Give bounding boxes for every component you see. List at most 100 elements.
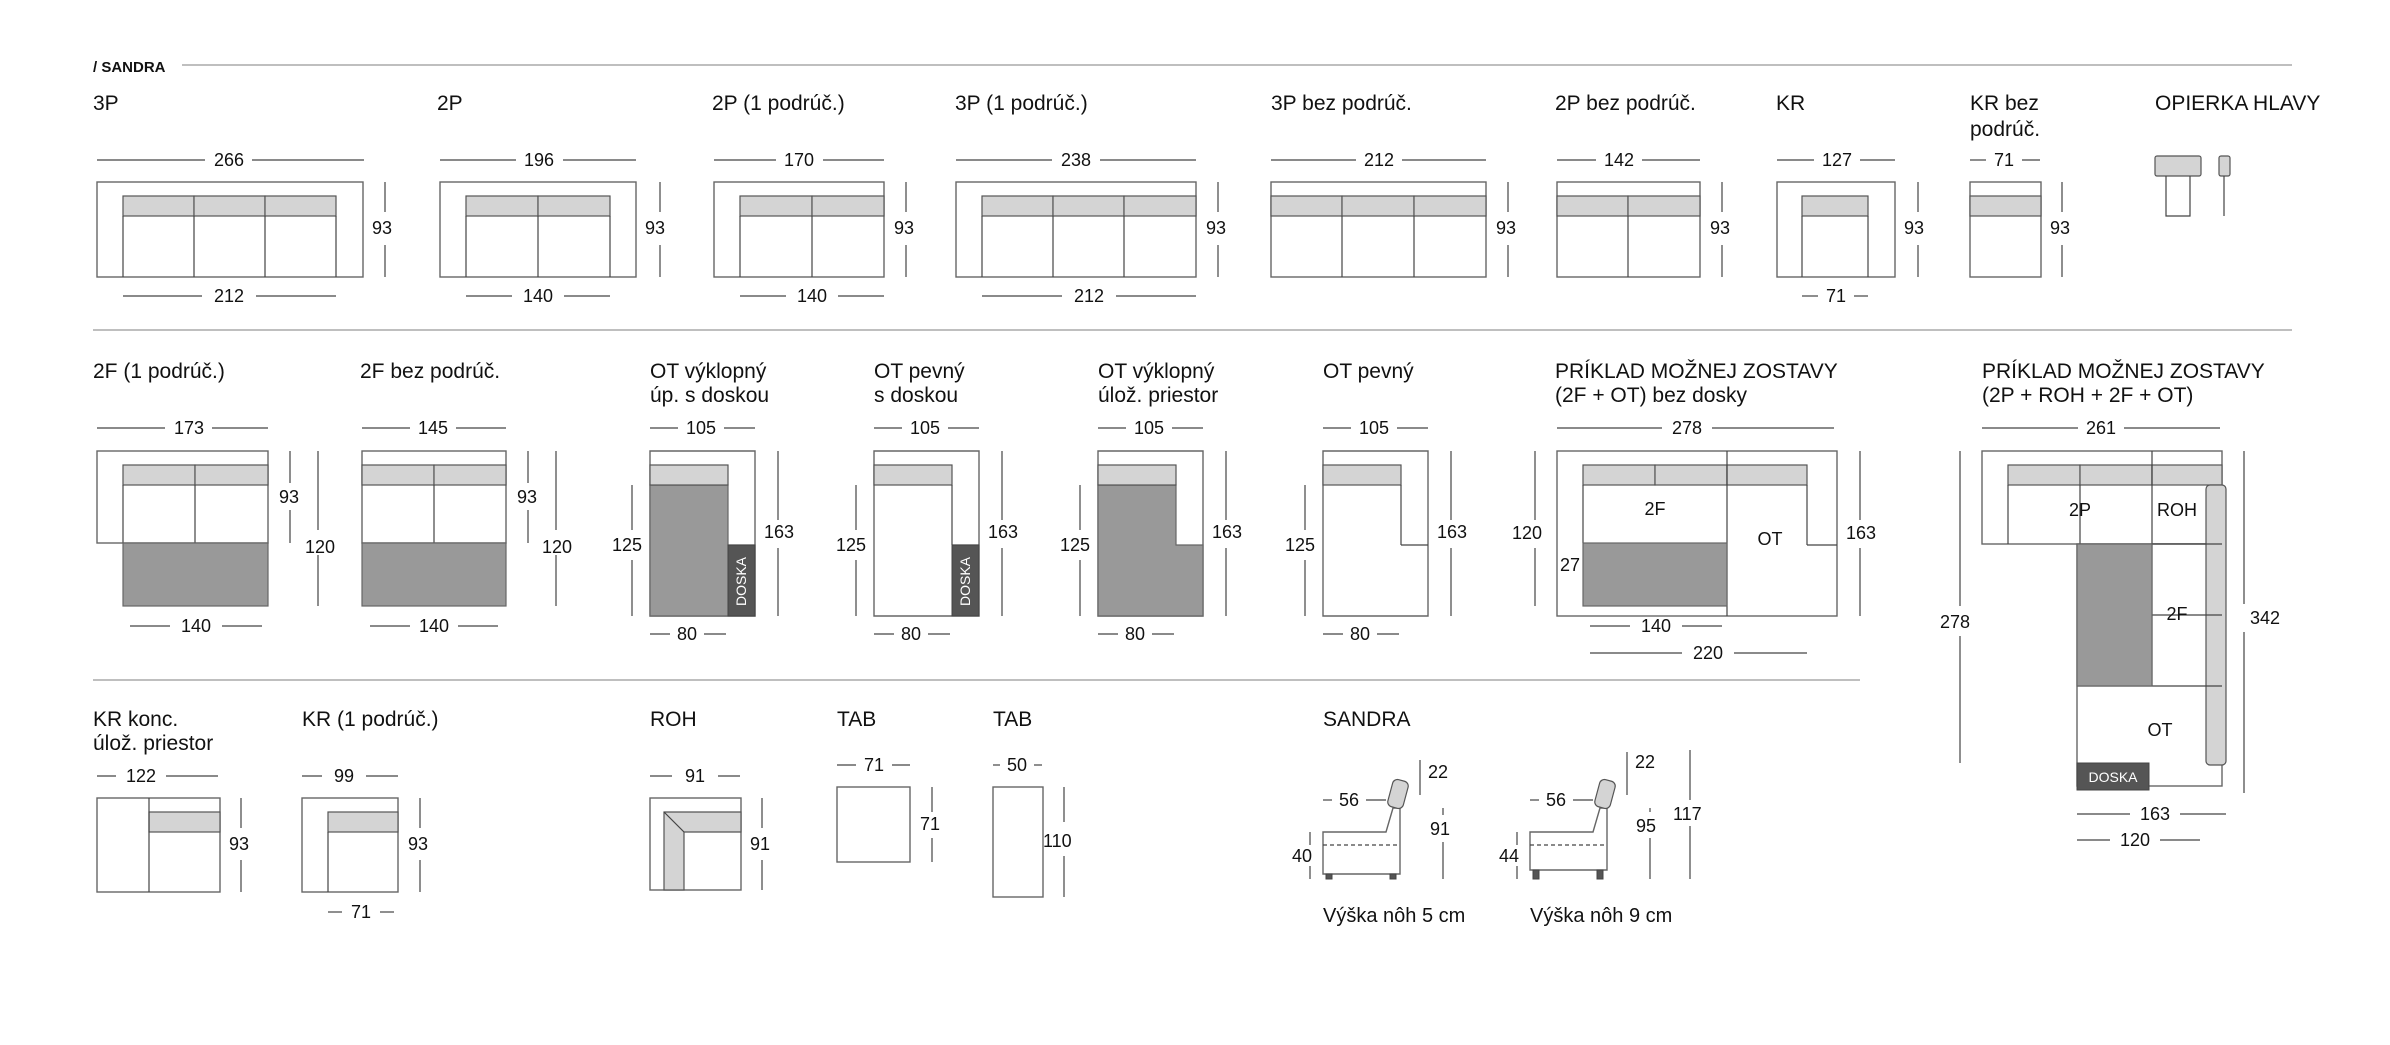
dim-height: 93 xyxy=(1710,218,1730,238)
dim-extended: 120 xyxy=(542,537,572,557)
dim-height: 93 xyxy=(229,834,249,854)
module-3p-one-armrest: 3P (1 podrúč.) 238 93 212 xyxy=(955,92,1226,306)
example-assembly-2f-ot: PRÍKLAD MOŽNEJ ZOSTAVY (2F + OT) bez dos… xyxy=(1512,360,1876,663)
module-kr-end-storage: KR konc. úlož. priestor 122 93 xyxy=(93,708,249,893)
dim-width: 105 xyxy=(686,418,716,438)
dim-right: 342 xyxy=(2250,608,2280,628)
module-kr: KR 127 93 71 xyxy=(1776,92,1924,306)
dim-inner: 27 xyxy=(1560,555,1580,575)
dim-extended: 120 xyxy=(305,537,335,557)
dim-height: 95 xyxy=(1636,816,1656,836)
module-label: 2P bez podrúč. xyxy=(1555,92,1696,115)
module-label-part: s doskou xyxy=(874,384,958,407)
dim-left: 125 xyxy=(612,535,642,555)
dim-bottom: 80 xyxy=(901,624,921,644)
dim-width: 278 xyxy=(1672,418,1702,438)
dim-seat-width: 71 xyxy=(351,902,371,922)
dim-width: 71 xyxy=(1994,150,2014,170)
module-label-part: úp. s doskou xyxy=(650,384,769,407)
dim-left: 125 xyxy=(836,535,866,555)
dim-seat-width: 140 xyxy=(181,616,211,636)
dim-b1: 140 xyxy=(1641,616,1671,636)
example-label-part: PRÍKLAD MOŽNEJ ZOSTAVY xyxy=(1555,360,1838,383)
board-label: DOSKA xyxy=(2088,769,2138,785)
dim-width: 105 xyxy=(1134,418,1164,438)
dim-height: 93 xyxy=(894,218,914,238)
dim-width: 99 xyxy=(334,766,354,786)
dim-width: 122 xyxy=(126,766,156,786)
dim-left: 125 xyxy=(1285,535,1315,555)
module-label: KR konc. úlož. priestor xyxy=(93,708,213,755)
dim-left: 278 xyxy=(1940,612,1970,632)
module-table-square: TAB 71 71 xyxy=(836,708,940,863)
module-ot-fixed: OT pevný 105 125 163 80 xyxy=(1285,360,1467,644)
dim-width: 196 xyxy=(524,150,554,170)
module-label-part: úlož. priestor xyxy=(93,732,213,755)
dim-bottom: 80 xyxy=(677,624,697,644)
dim-right: 163 xyxy=(1437,522,1467,542)
dim-right: 163 xyxy=(764,522,794,542)
dim-b2: 120 xyxy=(2120,830,2150,850)
dim-seat-height: 44 xyxy=(1499,846,1519,866)
dim-seat-width: 212 xyxy=(214,286,244,306)
module-headrest: OPIERKA HLAVY xyxy=(2154,92,2320,217)
dim-width: 105 xyxy=(1359,418,1389,438)
side-views-title: SANDRA xyxy=(1323,708,1411,731)
dim-right: 163 xyxy=(1212,522,1242,542)
dim-seat-width: 212 xyxy=(1074,286,1104,306)
dim-total-height: 117 xyxy=(1673,804,1702,824)
dim-height: 93 xyxy=(1206,218,1226,238)
module-table-narrow: TAB 50 110 xyxy=(992,708,1072,898)
module-label-part: OT pevný xyxy=(874,360,965,383)
dim-height: 91 xyxy=(1430,819,1450,839)
module-label: TAB xyxy=(993,708,1032,731)
dim-width: 238 xyxy=(1061,150,1091,170)
dim-bottom: 80 xyxy=(1125,624,1145,644)
label-ot: OT xyxy=(1758,529,1783,549)
dim-height: 93 xyxy=(517,487,537,507)
module-label: OT výklopný úlož. priestor xyxy=(1098,360,1220,407)
module-3p-no-armrest: 3P bez podrúč. 212 93 xyxy=(1270,92,1516,278)
module-label: 2F (1 podrúč.) xyxy=(93,360,225,383)
dim-width: 50 xyxy=(1007,755,1027,775)
module-label: 3P xyxy=(93,92,119,115)
module-2p-no-armrest: 2P bez podrúč. 142 93 xyxy=(1555,92,1730,278)
module-label: OT pevný xyxy=(1323,360,1414,383)
dim-height: 93 xyxy=(279,487,299,507)
dim-height: 110 xyxy=(1043,831,1072,851)
module-label: OT výklopný úp. s doskou xyxy=(650,360,772,407)
module-ot-tilt-board: OT výklopný úp. s doskou 105 DOSKA 125 1… xyxy=(612,360,794,644)
dim-headrest: 22 xyxy=(1428,762,1448,782)
module-3p: 3P 266 93 212 xyxy=(93,92,392,306)
module-corner: ROH 91 91 xyxy=(649,708,770,891)
dim-seat-width: 140 xyxy=(419,616,449,636)
module-label-part: úlož. priestor xyxy=(1098,384,1218,407)
dim-width: 71 xyxy=(864,755,884,775)
dim-left: 125 xyxy=(1060,535,1090,555)
dim-depth: 56 xyxy=(1339,790,1359,810)
dim-width: 212 xyxy=(1364,150,1394,170)
example-assembly-2p-roh-2f-ot: PRÍKLAD MOŽNEJ ZOSTAVY (2P + ROH + 2F + … xyxy=(1940,360,2280,850)
example-label-part: (2F + OT) bez dosky xyxy=(1555,384,1747,407)
dim-height: 71 xyxy=(920,814,940,834)
module-ot-fixed-board: OT pevný s doskou 105 DOSKA 125 163 80 xyxy=(836,360,1018,644)
module-label-part: OT výklopný xyxy=(650,360,767,383)
dim-width: 266 xyxy=(214,150,244,170)
module-2f-one-armrest: 2F (1 podrúč.) 173 93 120 140 xyxy=(93,360,335,636)
module-label: TAB xyxy=(837,708,876,731)
dim-left: 120 xyxy=(1512,523,1542,543)
dim-height: 93 xyxy=(372,218,392,238)
module-label: KR (1 podrúč.) xyxy=(302,708,439,731)
example-label: PRÍKLAD MOŽNEJ ZOSTAVY (2F + OT) bez dos… xyxy=(1555,360,1843,407)
dim-right: 163 xyxy=(988,522,1018,542)
dim-width: 127 xyxy=(1822,150,1852,170)
dim-height: 93 xyxy=(1904,218,1924,238)
module-label: 2P (1 podrúč.) xyxy=(712,92,845,115)
dim-seat-height: 40 xyxy=(1292,846,1312,866)
leg-caption: Výška nôh 5 cm xyxy=(1323,905,1465,927)
dim-width: 261 xyxy=(2086,418,2116,438)
dim-width: 170 xyxy=(784,150,814,170)
side-view-legs-5cm: 56 22 91 40 Výška nôh 5 cm xyxy=(1292,760,1465,927)
dim-b1: 163 xyxy=(2140,804,2170,824)
